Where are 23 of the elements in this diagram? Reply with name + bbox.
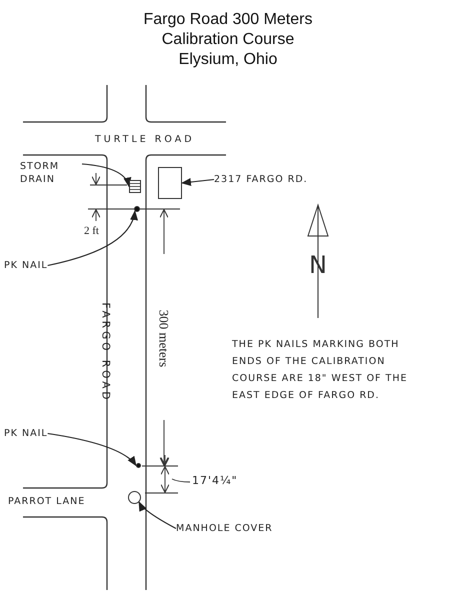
callout-text: 2317 FARGO RD. (214, 173, 308, 186)
title-subtitle: Elysium, Ohio (178, 50, 278, 70)
dimension-label: 2 ft (84, 225, 99, 238)
pk-nail-marker (136, 463, 141, 468)
manhole-cover-marker (128, 491, 141, 504)
callout-text: MANHOLE COVER (176, 522, 273, 535)
leader-line (181, 178, 214, 186)
road-name: PARROT LANE (8, 495, 86, 508)
diagram-title: Fargo Road 300 Meters Calibration Course (142, 10, 314, 50)
road-name: TURTLE ROAD (95, 133, 195, 146)
building-outline (158, 167, 182, 199)
callout-text: PK NAIL (4, 427, 48, 440)
storm-drain-icon (129, 180, 141, 193)
leader-line (48, 210, 138, 266)
callout-text: PK NAIL (4, 259, 48, 272)
road-name: FARGO ROAD (98, 302, 112, 402)
leader-line (48, 432, 137, 466)
dimension-label: 17'4¼" (192, 474, 238, 487)
leader-line (82, 163, 130, 188)
callout-text: STORM DRAIN (20, 160, 82, 186)
leader-line (138, 501, 176, 529)
pk-nail-marker (134, 206, 140, 212)
note-text: THE PK NAILS MARKING BOTH ENDS OF THE CALIBRATION COURSE ARE 18" WEST OF THE EAST EDGE OF FARGO RD. (232, 338, 408, 403)
